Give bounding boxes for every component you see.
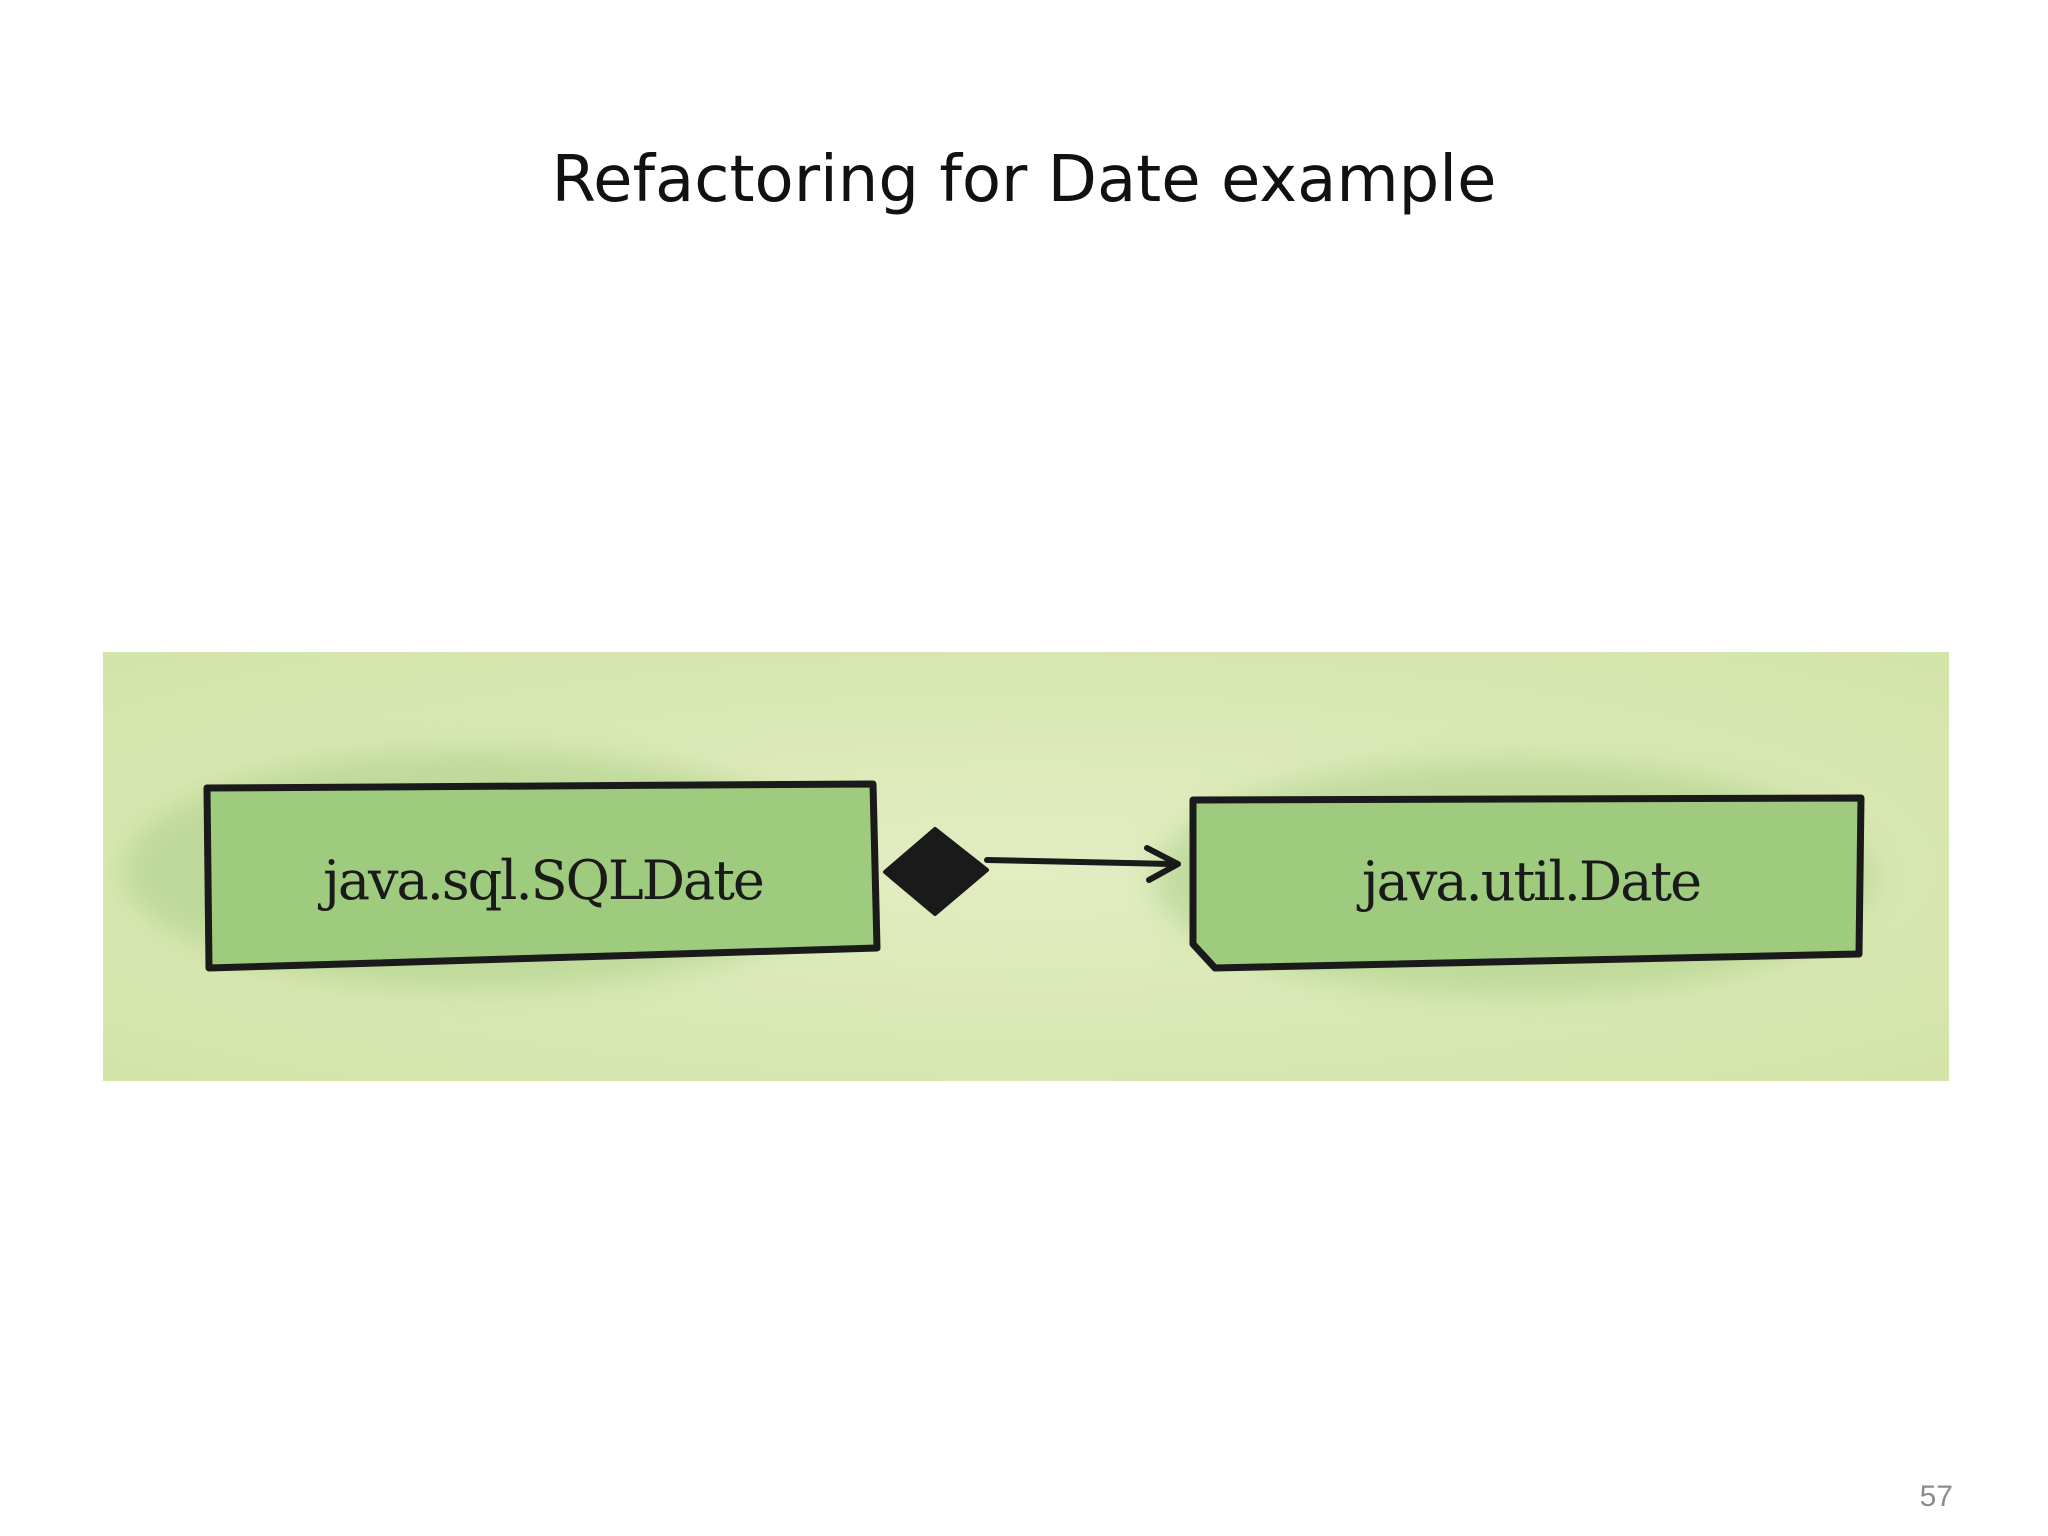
- slide-title: Refactoring for Date example: [551, 143, 1497, 217]
- class-box-outline: [1189, 794, 1865, 972]
- source-class-label: java.sql.SQLDate: [317, 849, 763, 912]
- target-class-label: java.util.Date: [1356, 850, 1700, 913]
- composition-diamond-icon: [883, 827, 989, 916]
- arrowhead-icon: [1144, 845, 1181, 883]
- uml-diagram: java.sql.SQLDate java.util.Date: [103, 652, 1949, 1081]
- association-line: [984, 857, 1174, 867]
- class-box-java-util-date: java.util.Date: [1189, 794, 1865, 972]
- page-number: 57: [1919, 1480, 1953, 1513]
- class-box-java-sql-sqldate: java.sql.SQLDate: [203, 780, 881, 972]
- uml-diagram-svg: java.sql.SQLDate java.util.Date: [103, 652, 1949, 1081]
- class-box-outline: [203, 780, 881, 972]
